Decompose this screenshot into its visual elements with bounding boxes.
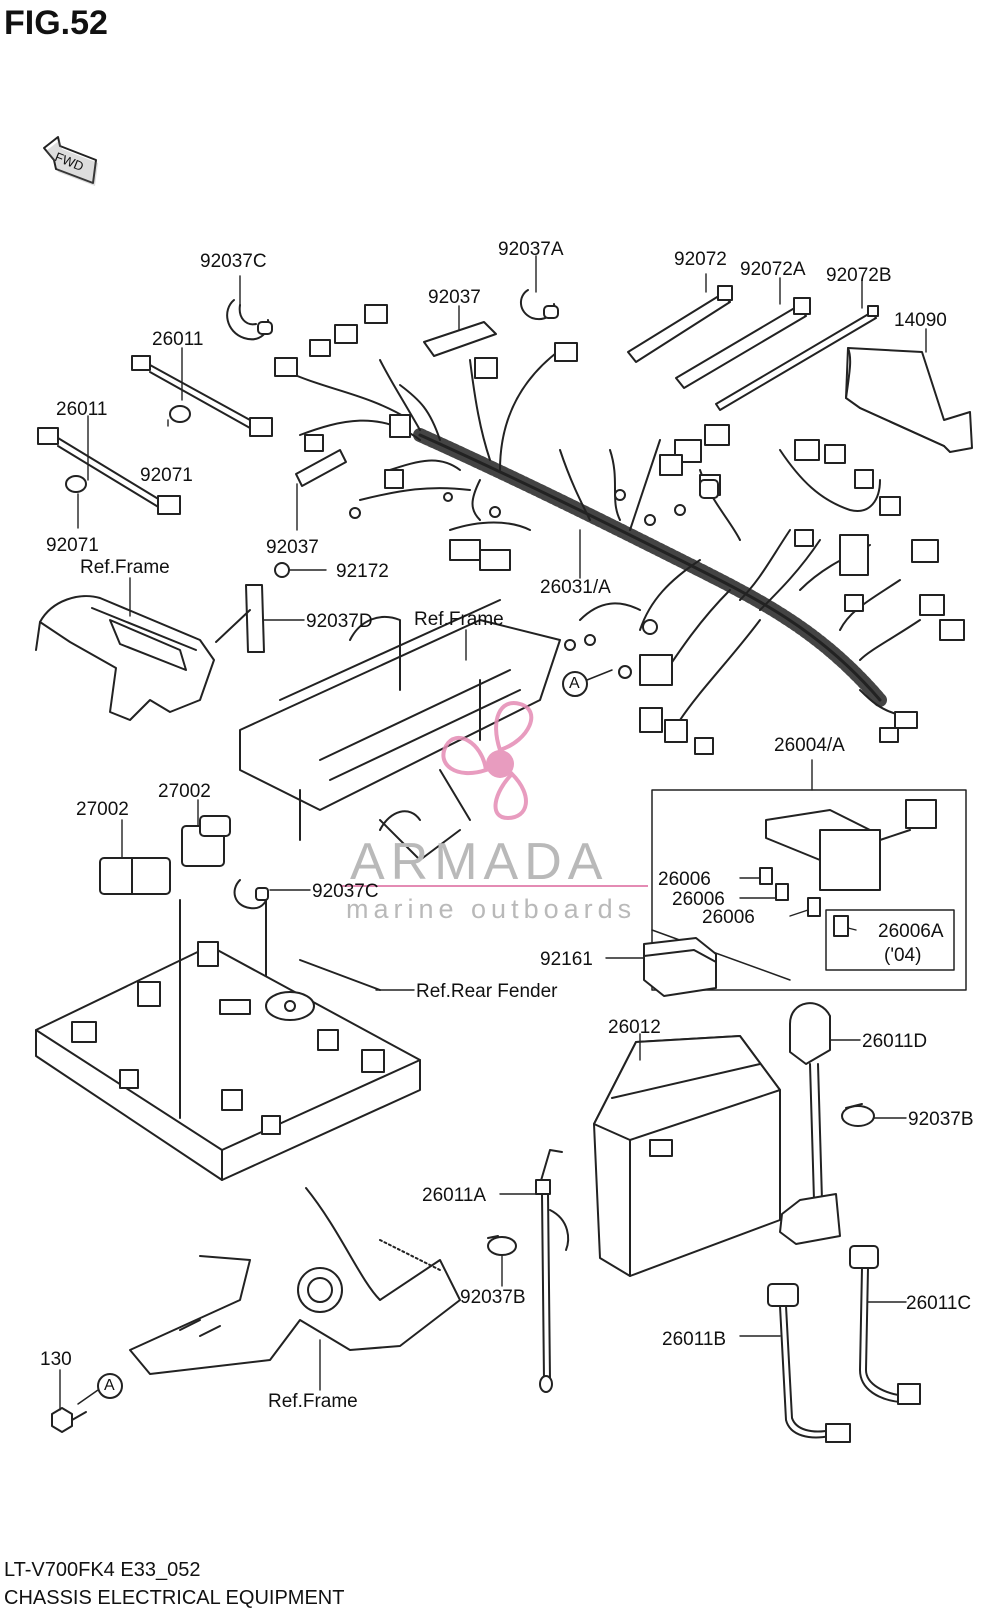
cable-tie-92072b bbox=[715, 311, 877, 411]
bolt-130-icon bbox=[51, 1407, 87, 1433]
grommet-92071-b bbox=[65, 475, 87, 493]
leader-lines bbox=[59, 255, 927, 1411]
strip-92037-mid bbox=[295, 449, 347, 487]
clamp-92037a bbox=[520, 289, 559, 320]
callout-label: 92037 bbox=[266, 537, 319, 558]
callout-label: Ref.Rear Fender bbox=[416, 981, 558, 1002]
watermark-brand: ARMADA bbox=[350, 833, 609, 891]
clamp-92037c-top bbox=[226, 299, 273, 341]
callout-label: 26006 bbox=[658, 869, 711, 890]
cable-tie-92072 bbox=[627, 293, 731, 363]
watermark-propeller-icon bbox=[441, 701, 534, 821]
callout-label: 26004/A bbox=[774, 735, 845, 756]
callout-label: Ref.Frame bbox=[414, 609, 504, 630]
cable-26011b bbox=[767, 1283, 851, 1443]
connector-27002-a bbox=[181, 815, 231, 867]
battery-26012 bbox=[593, 1035, 781, 1277]
frame-center bbox=[239, 599, 561, 861]
callout-label: 92037 bbox=[428, 287, 481, 308]
callout-label: 92161 bbox=[540, 949, 593, 970]
callout-label: 130 bbox=[40, 1349, 72, 1370]
figure-title: FIG.52 bbox=[4, 4, 108, 42]
callout-label: 92037A bbox=[498, 239, 564, 260]
reference-marker-circle bbox=[97, 1373, 123, 1399]
callout-label: 92072B bbox=[826, 265, 892, 286]
callout-label: Ref.Frame bbox=[80, 557, 170, 578]
sub-harness-26011-a bbox=[131, 355, 273, 437]
connector-27002-b bbox=[99, 857, 171, 895]
cable-26011d bbox=[779, 1002, 841, 1245]
cable-26011c bbox=[849, 1245, 921, 1405]
grommet-92071-a bbox=[169, 405, 191, 423]
callout-label: 27002 bbox=[158, 781, 211, 802]
callout-label: 26011B bbox=[662, 1329, 727, 1350]
clamp-92037b-left bbox=[487, 1235, 517, 1256]
cable-tie-92072a bbox=[675, 305, 807, 389]
model-code: LT-V700FK4 E33_052 bbox=[4, 1559, 201, 1581]
rear-fender-tray bbox=[35, 899, 421, 1181]
watermark-tagline: marine outboards bbox=[346, 894, 637, 924]
fuse-26006-a bbox=[759, 867, 773, 885]
fuse-26006a bbox=[833, 915, 849, 937]
clamp-92037b-right bbox=[841, 1103, 875, 1127]
strip-92037-top bbox=[423, 321, 497, 357]
callout-label: 26031/A bbox=[540, 577, 611, 598]
callout-label: 26011D bbox=[862, 1031, 928, 1052]
reference-marker: A bbox=[104, 1377, 115, 1394]
callout-label: 92037B bbox=[908, 1109, 974, 1130]
callout-label: 92172 bbox=[336, 561, 389, 582]
callout-label: 26006 bbox=[672, 889, 725, 910]
strip-92037d bbox=[245, 584, 265, 653]
reference-marker-circle bbox=[562, 671, 588, 697]
callout-label: 92071 bbox=[46, 535, 99, 556]
callout-label: 92072A bbox=[740, 259, 806, 280]
cover-14090 bbox=[845, 347, 973, 453]
section-title: CHASSIS ELECTRICAL EQUIPMENT bbox=[4, 1587, 345, 1609]
callout-label: 27002 bbox=[76, 799, 129, 820]
fuse-box-26004 bbox=[765, 799, 937, 891]
callout-label: 26011 bbox=[56, 399, 108, 420]
cable-26011a bbox=[535, 1149, 569, 1393]
callout-label: 92071 bbox=[140, 465, 193, 486]
frame-bottom bbox=[129, 1187, 461, 1375]
callout-label: Ref.Frame bbox=[268, 1391, 358, 1412]
fuse-group-frame bbox=[651, 789, 967, 991]
bolt-92172-icon bbox=[274, 562, 290, 578]
fwd-arrow-icon bbox=[43, 136, 98, 186]
sub-harness-26011-b bbox=[37, 427, 181, 515]
callout-label: 26006 bbox=[702, 907, 755, 928]
callout-label: 14090 bbox=[894, 310, 947, 331]
main-wiring-harness bbox=[274, 304, 965, 755]
fuse-26006-c bbox=[807, 897, 821, 917]
callout-label: 92037C bbox=[200, 251, 267, 272]
callout-label: ('04) bbox=[884, 945, 922, 966]
fuse-26006-b bbox=[775, 883, 789, 901]
callout-label: 26011C bbox=[906, 1293, 972, 1314]
leader-line bbox=[215, 609, 251, 643]
fuse-holder-92161 bbox=[643, 937, 717, 997]
callout-label: 26011A bbox=[422, 1185, 487, 1206]
frame-bracket-left bbox=[35, 595, 215, 721]
callout-label: 92037C bbox=[312, 881, 379, 902]
callout-label: 92037D bbox=[306, 611, 373, 632]
callout-label: 26012 bbox=[608, 1017, 661, 1038]
callout-label: 26006A bbox=[878, 921, 944, 942]
callout-label: 92072 bbox=[674, 249, 727, 270]
reference-marker: A bbox=[569, 675, 580, 692]
callout-label: 26011 bbox=[152, 329, 204, 350]
callout-label: 92037B bbox=[460, 1287, 526, 1308]
